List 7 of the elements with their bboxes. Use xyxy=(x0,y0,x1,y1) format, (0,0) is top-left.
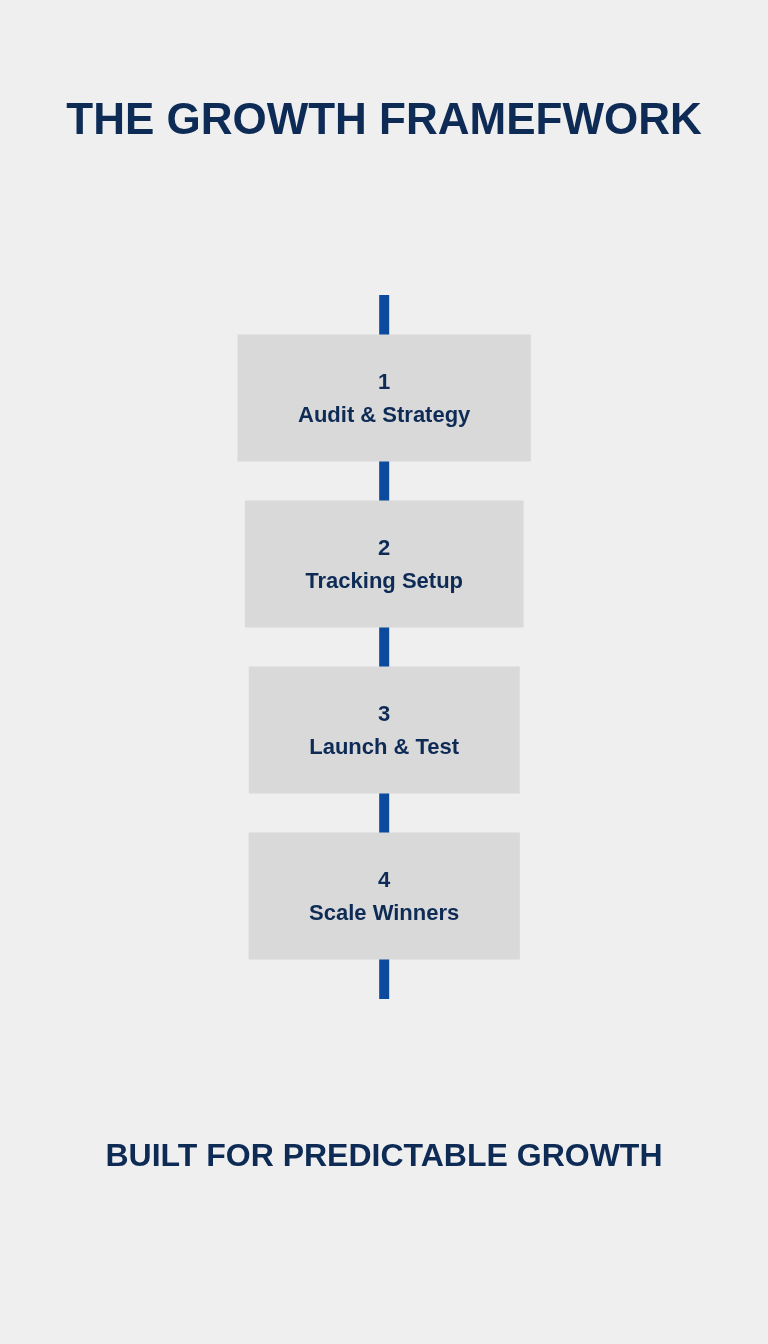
step-box: 2 Tracking Setup xyxy=(244,500,524,628)
connector-line xyxy=(379,293,389,337)
step-box: 4 Scale Winners xyxy=(248,832,520,960)
step-box: 3 Launch & Test xyxy=(248,666,520,794)
diagram-title: THE GROWTH FRAMEFWORK xyxy=(65,93,703,145)
step-box: 1 Audit & Strategy xyxy=(237,334,531,462)
diagram-caption: BUILT FOR PREDICTABLE GROWTH xyxy=(104,1137,664,1175)
